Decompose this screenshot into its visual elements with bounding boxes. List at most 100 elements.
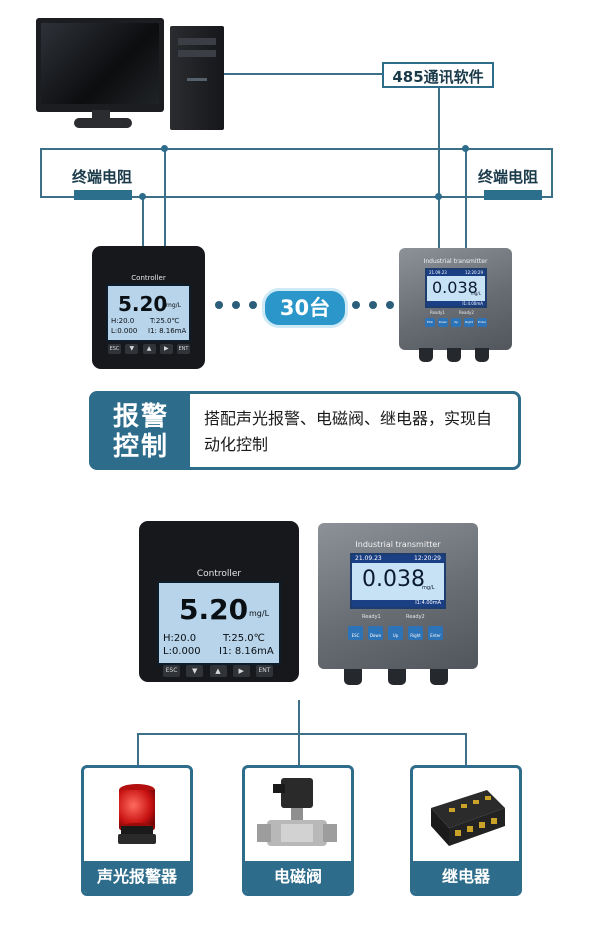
cable-gland bbox=[344, 669, 362, 685]
solenoid-valve-label: 电磁阀 bbox=[245, 861, 351, 893]
transmitter-date: 21.09.23 bbox=[429, 270, 447, 275]
output-branch bbox=[137, 733, 467, 735]
controller-l: L:0.000 bbox=[111, 327, 138, 335]
device-count-badge: 30台 bbox=[262, 288, 348, 328]
transmitter-time: 12:20:29 bbox=[414, 555, 441, 562]
pc-tower-icon bbox=[170, 26, 224, 130]
transmitter-key-down[interactable]: Down bbox=[438, 318, 448, 327]
output-drop-mid bbox=[298, 733, 300, 765]
controller-key-down[interactable]: ▼ bbox=[186, 665, 204, 677]
cable-gland bbox=[430, 669, 448, 685]
chain-dot bbox=[369, 301, 377, 309]
cable-gland bbox=[388, 669, 406, 685]
cable-gland bbox=[475, 348, 489, 362]
alarm-description: 搭配声光报警、电磁阀、继电器，实现自动化控制 bbox=[204, 409, 493, 454]
terminal-resistor-label-left: 终端电阻 bbox=[71, 168, 132, 186]
controller-brand: Controller bbox=[196, 569, 242, 579]
controller-h: H:20.0 bbox=[111, 317, 135, 325]
controller-lcd: 5.20 mg/L H:20.0 T:25.0℃ L:0.000 I1: 8.1… bbox=[106, 284, 191, 342]
monitor-icon bbox=[36, 18, 164, 112]
controller-key-esc[interactable]: ESC bbox=[108, 344, 121, 354]
transmitter-key-esc[interactable]: ESC bbox=[348, 626, 363, 640]
controller-t: T:25.0℃ bbox=[150, 317, 180, 325]
output-trunk bbox=[298, 700, 300, 734]
controller-l: L:0.000 bbox=[163, 646, 201, 657]
ctrl-wire-a bbox=[142, 196, 144, 248]
transmitter-led2: Ready2 bbox=[459, 310, 474, 315]
software-drop-line bbox=[438, 88, 440, 248]
transmitter-date: 21.09.23 bbox=[355, 555, 382, 562]
transmitter-led2: Ready2 bbox=[406, 614, 425, 620]
relay-icon bbox=[431, 790, 505, 846]
relay-label: 继电器 bbox=[413, 861, 519, 893]
bus-right-cap bbox=[551, 148, 553, 198]
transmitter-key-enter[interactable]: Enter bbox=[428, 626, 443, 640]
ctrl-wire-b bbox=[164, 148, 166, 248]
transmitter-key-right[interactable]: Right bbox=[408, 626, 423, 640]
transmitter-lcd: 21.09.23 12:20:29 0.038 mg/L I1:4.00mA bbox=[350, 553, 446, 609]
controller-brand: Controller bbox=[131, 274, 166, 282]
controller-lcd: 5.20 mg/L H:20.0 T:25.0℃ L:0.000 I1: 8.1… bbox=[157, 581, 281, 665]
transmitter-key-up[interactable]: Up bbox=[388, 626, 403, 640]
transmitter-unit: mg/L bbox=[471, 291, 482, 296]
controller-i1: I1: 8.16mA bbox=[219, 646, 274, 657]
transmitter-key-esc[interactable]: ESC bbox=[425, 318, 435, 327]
controller-h: H:20.0 bbox=[163, 633, 197, 644]
controller-unit: mg/L bbox=[166, 302, 182, 309]
monitor-base bbox=[74, 118, 132, 128]
terminal-resistor-label-right: 终端电阻 bbox=[477, 168, 538, 186]
alarm-light-label: 声光报警器 bbox=[84, 861, 190, 893]
controller-t: T:25.0℃ bbox=[223, 633, 265, 644]
controller-key-down[interactable]: ▼ bbox=[125, 344, 139, 354]
transmitter-led1: Ready1 bbox=[362, 614, 381, 620]
transmitter-key-up[interactable]: Up bbox=[451, 318, 461, 327]
solenoid-valve-card: 电磁阀 bbox=[242, 765, 354, 896]
terminal-resistor-right bbox=[484, 190, 542, 200]
controller-key-esc[interactable]: ESC bbox=[163, 665, 180, 677]
controller-value: 5.20 bbox=[118, 292, 168, 316]
junction-dot bbox=[462, 145, 469, 152]
controller-value: 5.20 bbox=[179, 593, 249, 626]
junction-dot bbox=[161, 145, 168, 152]
transmitter-current: I1:4.00mA bbox=[352, 600, 444, 607]
chain-dot bbox=[232, 301, 240, 309]
controller-key-up[interactable]: ▲ bbox=[209, 665, 227, 677]
software-label: 485通讯软件 bbox=[382, 62, 494, 88]
controller-key-up[interactable]: ▲ bbox=[142, 344, 156, 354]
output-drop-right bbox=[465, 733, 467, 765]
transmitter-current: I1:4.00mA bbox=[427, 301, 485, 306]
controller-key-ent[interactable]: ENT bbox=[256, 665, 273, 677]
controller-keypad: ESC ▼ ▲ ▶ ENT bbox=[108, 344, 190, 354]
alarm-control-badge: 报警 控制 bbox=[92, 394, 190, 467]
controller-unit: mg/L bbox=[249, 609, 270, 618]
transmitter-large: Industrial transmitter 21.09.23 12:20:29… bbox=[318, 523, 478, 685]
cable-gland bbox=[447, 348, 461, 362]
transmitter-small: Industrial transmitter 21.09.23 12:20:29… bbox=[399, 248, 512, 362]
cable-gland bbox=[419, 348, 433, 362]
transmitter-key-down[interactable]: Down bbox=[368, 626, 383, 640]
controller-i1: I1: 8.16mA bbox=[148, 327, 187, 335]
xmit-wire-b bbox=[465, 148, 467, 248]
transmitter-unit: mg/L bbox=[422, 585, 435, 591]
relay-card: 继电器 bbox=[410, 765, 522, 896]
controller-small: Controller 5.20 mg/L H:20.0 T:25.0℃ L:0.… bbox=[92, 246, 205, 369]
junction-dot bbox=[139, 193, 146, 200]
transmitter-led1: Ready1 bbox=[430, 310, 445, 315]
transmitter-key-enter[interactable]: Enter bbox=[477, 318, 487, 327]
badge-line-2: 控制 bbox=[112, 432, 169, 462]
controller-key-right[interactable]: ▶ bbox=[232, 665, 250, 677]
junction-dot bbox=[435, 193, 442, 200]
solenoid-valve-icon bbox=[257, 778, 337, 846]
alarm-light-icon bbox=[118, 784, 156, 844]
controller-key-ent[interactable]: ENT bbox=[177, 344, 190, 354]
transmitter-lcd: 21.09.23 12:20:29 0.038 mg/L I1:4.00mA bbox=[425, 268, 487, 308]
transmitter-value: 0.038 bbox=[432, 278, 478, 297]
chain-dot bbox=[249, 301, 257, 309]
bus-left-cap bbox=[40, 148, 42, 198]
chain-dot bbox=[352, 301, 360, 309]
transmitter-key-right[interactable]: Right bbox=[464, 318, 474, 327]
transmitter-title: Industrial transmitter bbox=[423, 258, 488, 265]
chain-dot bbox=[215, 301, 223, 309]
controller-key-right[interactable]: ▶ bbox=[159, 344, 173, 354]
transmitter-title: Industrial transmitter bbox=[355, 540, 441, 549]
